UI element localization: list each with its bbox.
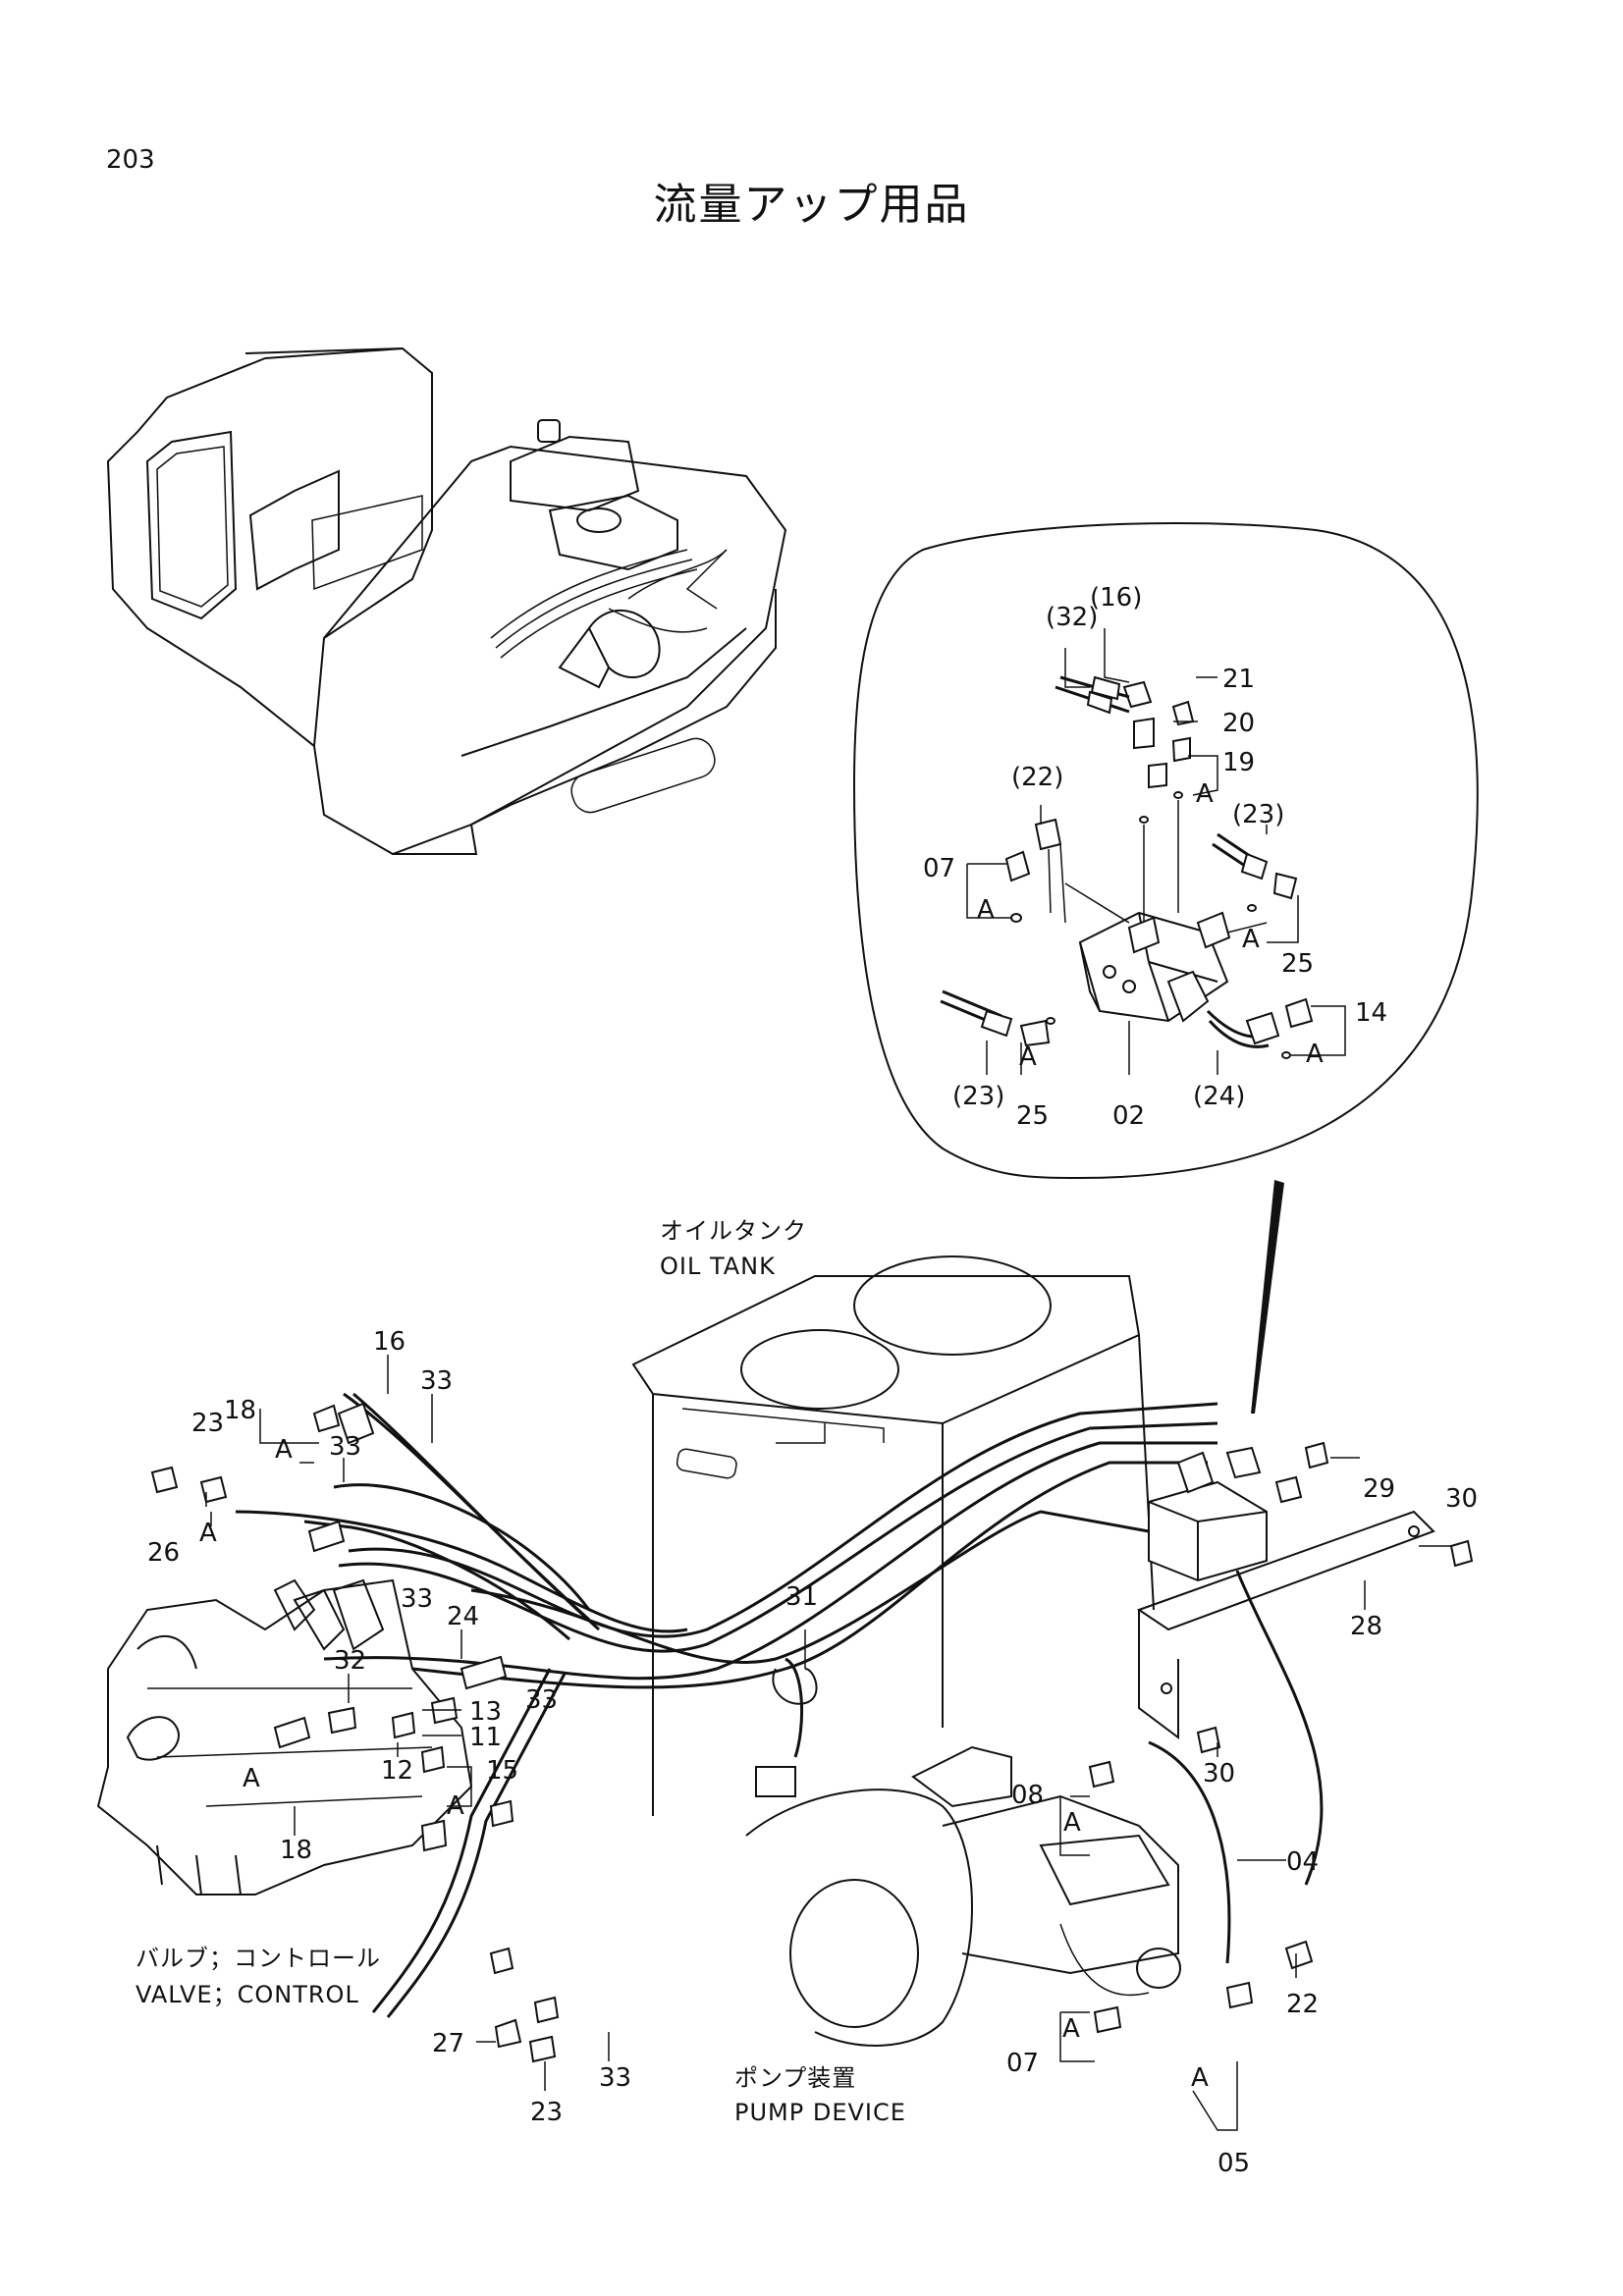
main-assembly <box>96 1255 1474 2131</box>
callout-04: 04 <box>1286 1847 1319 1877</box>
detail-circle <box>852 521 1479 1414</box>
label-oil-tank-en: OIL TANK <box>660 1253 776 1280</box>
callout-32: 32 <box>334 1646 366 1676</box>
callout-28: 28 <box>1350 1612 1382 1641</box>
callout-33-upper: 33 <box>329 1432 361 1462</box>
label-valve-en: VALVE；CONTROL <box>135 1981 359 2008</box>
callout-a-15: A <box>447 1791 464 1821</box>
callout-11: 11 <box>469 1723 502 1752</box>
callout-13: 13 <box>469 1697 502 1727</box>
callout-detail-a-5: A <box>1019 1042 1037 1072</box>
callout-detail-22: (22) <box>1011 763 1063 792</box>
callout-08: 08 <box>1011 1781 1044 1810</box>
callout-16: 16 <box>373 1327 406 1357</box>
callout-detail-a-4: A <box>1306 1040 1324 1069</box>
callout-30-bottom: 30 <box>1203 1759 1235 1789</box>
callout-24: 24 <box>447 1602 479 1631</box>
label-oil-tank-jp: オイルタンク <box>660 1217 807 1245</box>
callout-detail-a-2: A <box>977 895 995 925</box>
callout-18-bottom: 18 <box>280 1836 312 1865</box>
callout-detail-24: (24) <box>1193 1082 1245 1111</box>
callout-detail-21: 21 <box>1222 665 1255 694</box>
callout-a-top: A <box>275 1435 293 1465</box>
callout-a-mid: A <box>243 1764 260 1793</box>
callout-15: 15 <box>486 1756 518 1786</box>
callout-a-05: A <box>1191 2063 1209 2093</box>
callout-a-08: A <box>1063 1808 1081 1838</box>
callout-detail-a-1: A <box>1196 779 1214 809</box>
callout-33-bottom: 33 <box>599 2063 631 2093</box>
callout-31: 31 <box>785 1582 818 1612</box>
callout-detail-02: 02 <box>1112 1101 1145 1131</box>
callout-18-top: 18 <box>224 1396 256 1425</box>
page-number: 203 <box>106 145 155 175</box>
callout-detail-25-right: 25 <box>1281 949 1314 979</box>
callout-23-left: 23 <box>191 1409 224 1438</box>
callout-detail-25-bottom: 25 <box>1016 1101 1049 1131</box>
label-valve-jp: バルブ；コントロール <box>135 1945 381 1972</box>
callout-detail-23-top: (23) <box>1232 800 1284 829</box>
callout-detail-a-3: A <box>1242 925 1260 954</box>
callout-07: 07 <box>1006 2049 1039 2078</box>
callout-33-top: 33 <box>420 1366 453 1396</box>
callout-26: 26 <box>147 1538 180 1568</box>
callout-33-right: 33 <box>525 1685 558 1715</box>
callout-detail-20: 20 <box>1222 709 1255 738</box>
callout-a-left: A <box>199 1519 217 1548</box>
callout-23-bottom: 23 <box>530 2098 563 2127</box>
callout-detail-14: 14 <box>1355 998 1387 1028</box>
callout-a-07: A <box>1062 2014 1080 2044</box>
callout-33-mid: 33 <box>401 1584 433 1614</box>
label-pump-jp: ポンプ装置 <box>734 2064 856 2092</box>
excavator-overview <box>106 347 787 856</box>
callout-detail-19: 19 <box>1222 748 1255 777</box>
callout-27: 27 <box>432 2029 464 2058</box>
callout-29: 29 <box>1363 1474 1395 1504</box>
callout-12: 12 <box>381 1756 413 1786</box>
callout-detail-07: 07 <box>923 854 955 883</box>
callout-detail-32: (32) <box>1046 603 1098 632</box>
callout-05: 05 <box>1217 2149 1250 2178</box>
callout-detail-16: (16) <box>1090 583 1142 613</box>
label-pump-en: PUMP DEVICE <box>734 2099 906 2126</box>
callout-30-top: 30 <box>1445 1484 1478 1514</box>
page-title: 流量アップ用品 <box>653 180 970 230</box>
callout-22: 22 <box>1286 1990 1319 2019</box>
callout-detail-23-bottom: (23) <box>952 1082 1004 1111</box>
